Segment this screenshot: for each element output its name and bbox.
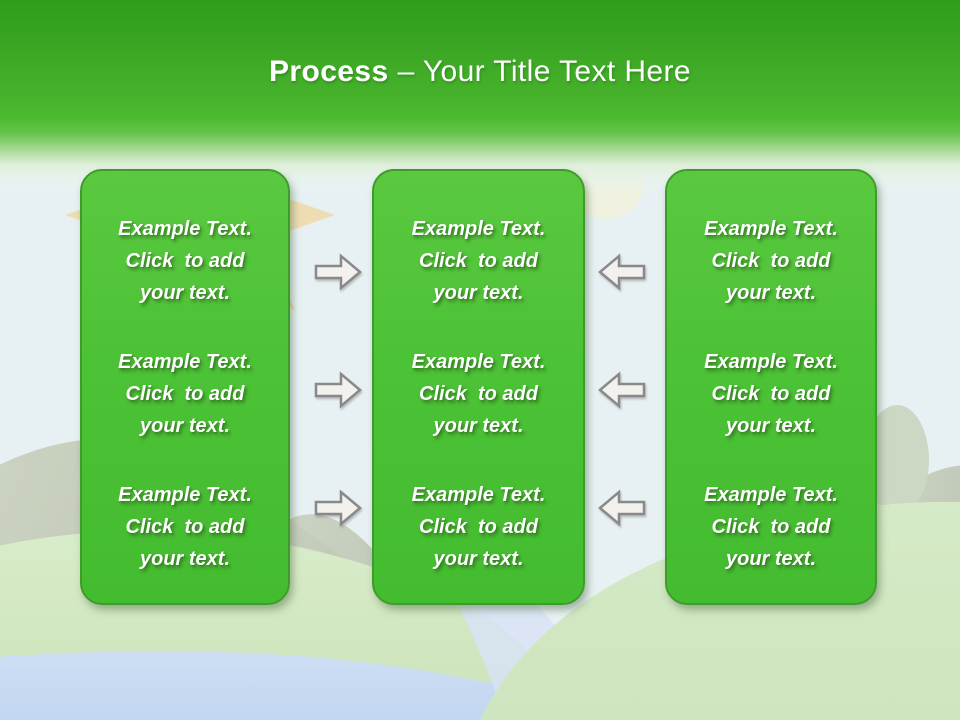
arrow-left-glyph xyxy=(598,253,646,291)
placeholder-text[interactable]: Example Text. Click to add your text. xyxy=(704,484,838,570)
placeholder-text[interactable]: Example Text. Click to add your text. xyxy=(411,218,546,304)
slide-header: Process– Your Title Text Here xyxy=(0,0,960,195)
arrow-right-glyph xyxy=(314,253,362,291)
placeholder-text[interactable]: Example Text. Click to add your text. xyxy=(704,218,838,304)
title-rest: – Your Title Text Here xyxy=(397,55,691,88)
water-shape xyxy=(0,651,635,720)
arrow-left-icon[interactable] xyxy=(598,488,646,528)
process-box-left[interactable]: Example Text. Click to add your text. Ex… xyxy=(80,169,290,605)
arrow-left-glyph xyxy=(598,371,646,409)
arrow-right-icon[interactable] xyxy=(314,370,362,410)
process-box-middle[interactable]: Example Text. Click to add your text. Ex… xyxy=(372,169,585,605)
page-title[interactable]: Process– Your Title Text Here xyxy=(0,0,960,89)
arrow-left-icon[interactable] xyxy=(598,252,646,292)
placeholder-text[interactable]: Example Text. Click to add your text. xyxy=(118,218,252,304)
tree-shape xyxy=(865,405,929,515)
arrow-right-glyph xyxy=(314,489,362,527)
placeholder-text[interactable]: Example Text. Click to add your text. xyxy=(411,351,546,437)
title-keyword: Process xyxy=(269,55,389,88)
placeholder-text[interactable]: Example Text. Click to add your text. xyxy=(118,484,252,570)
arrow-left-icon[interactable] xyxy=(598,370,646,410)
arrow-right-icon[interactable] xyxy=(314,252,362,292)
placeholder-text[interactable]: Example Text. Click to add your text. xyxy=(118,351,252,437)
placeholder-text[interactable]: Example Text. Click to add your text. xyxy=(411,484,546,570)
placeholder-text[interactable]: Example Text. Click to add your text. xyxy=(704,351,838,437)
arrow-right-icon[interactable] xyxy=(314,488,362,528)
process-box-right[interactable]: Example Text. Click to add your text. Ex… xyxy=(665,169,877,605)
arrow-right-glyph xyxy=(314,371,362,409)
arrow-left-glyph xyxy=(598,489,646,527)
